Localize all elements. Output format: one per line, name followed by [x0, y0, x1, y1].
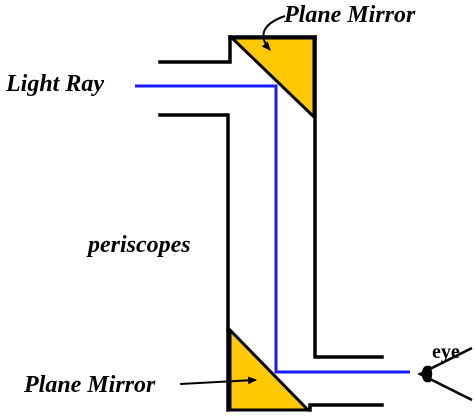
top-tube-lower-edge	[158, 113, 230, 332]
bottom-mirror-label: Plane Mirror	[23, 372, 156, 398]
eye-label: eye	[432, 341, 460, 363]
tube-right-edge	[313, 35, 384, 359]
top-mirror-arrow	[261, 15, 286, 51]
top-mirror-label: Plane Mirror	[283, 2, 416, 28]
top-mirror	[228, 36, 316, 121]
bottom-mirror-arrow	[179, 376, 257, 385]
periscope-label: periscopes	[86, 232, 191, 258]
light-ray-path	[135, 84, 410, 374]
periscope-body	[158, 35, 384, 412]
bottom-mirror	[228, 326, 312, 412]
eye-icon	[417, 346, 473, 402]
light-ray-label: Light Ray	[5, 71, 104, 97]
bottom-tube-lower-edge	[308, 403, 384, 412]
top-tube-upper-edge	[158, 35, 232, 64]
